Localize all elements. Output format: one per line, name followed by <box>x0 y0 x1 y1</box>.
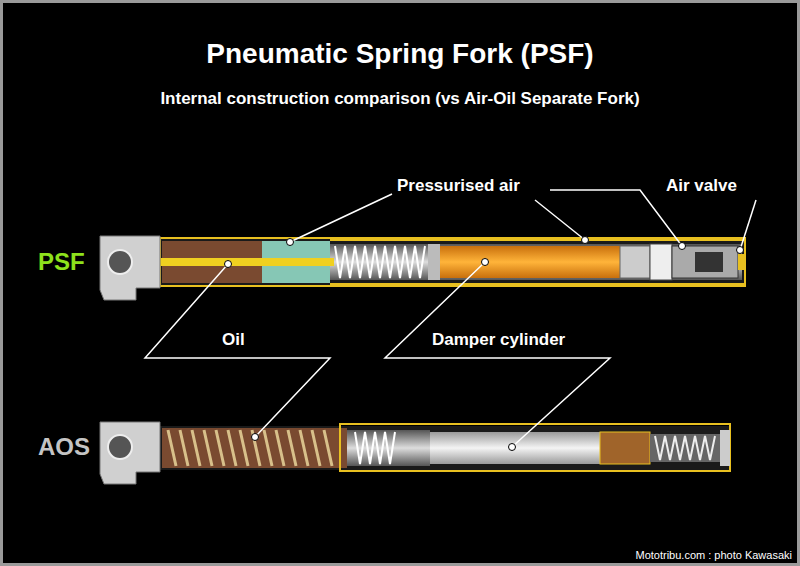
leader-line <box>740 200 756 250</box>
leader-lines <box>145 190 756 447</box>
spring <box>168 430 332 466</box>
oil-chamber <box>162 428 347 468</box>
leader-dot <box>252 434 259 441</box>
aos-fork <box>100 422 730 484</box>
axle-hole <box>108 250 132 274</box>
piston <box>428 244 440 280</box>
leader-dot <box>737 247 744 254</box>
watermark: Mototribu.com : photo Kawasaki <box>635 549 792 562</box>
axle-hole <box>108 435 132 459</box>
fork-label: AOS <box>38 433 90 461</box>
leader-dot <box>679 243 686 250</box>
part-label: Damper cylinder <box>432 330 565 350</box>
spring <box>355 432 395 464</box>
part-label: Air valve <box>666 176 737 196</box>
leader-dot <box>582 237 589 244</box>
leader-dot <box>509 444 516 451</box>
leader-line <box>145 264 330 437</box>
part-label: Pressurised air <box>397 176 520 196</box>
top-section <box>650 434 720 462</box>
leader-dot <box>287 239 294 246</box>
outer-tube <box>340 424 730 471</box>
tube-highlight <box>330 239 745 241</box>
subtitle: Internal construction comparison (vs Air… <box>160 89 639 109</box>
seal <box>650 244 672 280</box>
tube-highlight <box>330 283 745 285</box>
piston-assembly <box>347 430 430 466</box>
part-label: Oil <box>222 330 245 350</box>
psf-fork <box>100 236 746 300</box>
cartridge-end <box>600 432 650 464</box>
leader-line <box>535 200 585 240</box>
cap-insert <box>695 252 723 272</box>
spring <box>335 246 425 278</box>
cap <box>720 430 730 466</box>
cap <box>672 246 738 278</box>
leader-line <box>550 190 682 246</box>
leader-dot <box>482 259 489 266</box>
piston <box>620 246 650 278</box>
outer-tube <box>160 426 730 470</box>
leader-line <box>385 262 610 447</box>
axle-clamp <box>100 236 160 300</box>
leader-dots <box>225 237 744 451</box>
spring <box>655 436 715 460</box>
damper-cylinder <box>430 432 600 464</box>
air-valve <box>738 254 746 270</box>
leader-dot <box>225 261 232 268</box>
fork-label: PSF <box>38 248 85 276</box>
title: Pneumatic Spring Fork (PSF) <box>206 38 593 70</box>
leader-line <box>290 194 392 242</box>
axle-clamp <box>100 422 160 484</box>
damper-cylinder <box>430 246 625 278</box>
